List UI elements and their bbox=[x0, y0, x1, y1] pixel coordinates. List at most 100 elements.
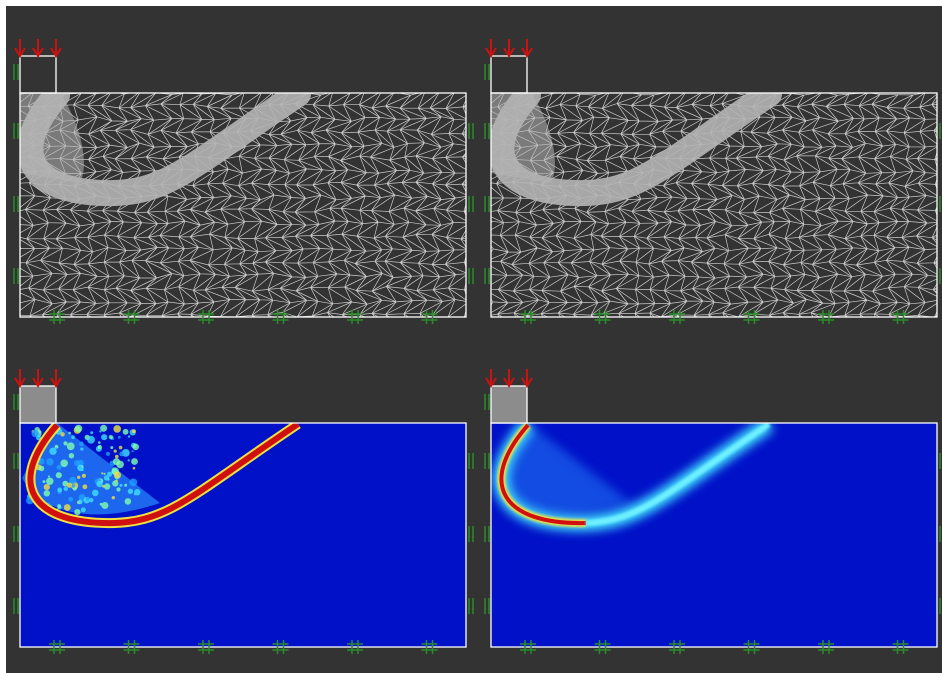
strain-speckle bbox=[68, 453, 75, 459]
strain-speckle bbox=[63, 504, 71, 511]
pin-support-icon bbox=[669, 310, 685, 324]
pin-support-icon bbox=[594, 310, 611, 324]
strain-speckle bbox=[56, 464, 62, 470]
strain-speckle bbox=[54, 444, 59, 449]
shear-band-core bbox=[27, 423, 300, 527]
pin-support-icon bbox=[421, 640, 438, 654]
strain-speckle bbox=[77, 499, 83, 505]
load-arrow-icon bbox=[32, 377, 44, 388]
strain-speckle bbox=[80, 507, 86, 513]
strain-speckle bbox=[106, 471, 113, 477]
strain-speckle bbox=[103, 483, 111, 490]
pin-support-icon bbox=[198, 640, 214, 654]
pin-support-icon bbox=[520, 640, 536, 654]
pin-support-icon bbox=[594, 640, 611, 654]
strain-speckle bbox=[38, 430, 42, 434]
strain-speckle bbox=[42, 480, 46, 484]
strain-speckle bbox=[119, 451, 125, 457]
pin-support-icon bbox=[743, 310, 760, 324]
strain-speckle bbox=[98, 441, 101, 444]
load-arrow-icon bbox=[14, 47, 26, 58]
pin-support-icon bbox=[272, 640, 289, 654]
strain-speckle bbox=[100, 424, 108, 432]
strain-speckle bbox=[71, 484, 76, 488]
pin-support-icon bbox=[892, 310, 909, 324]
strain-speckle bbox=[68, 431, 71, 435]
refined-mesh-zone bbox=[491, 93, 555, 183]
strain-speckle bbox=[57, 504, 61, 508]
strain-speckle bbox=[86, 496, 90, 501]
shear-band-tail bbox=[585, 423, 771, 526]
strain-speckle bbox=[102, 484, 105, 488]
strain-speckle bbox=[74, 424, 83, 433]
pin-support-icon bbox=[198, 310, 214, 324]
load-arrow-icon bbox=[32, 47, 44, 58]
soil-domain-outline bbox=[19, 422, 467, 648]
strain-speckle bbox=[115, 454, 119, 459]
strain-speckle bbox=[101, 472, 104, 475]
strain-speckle bbox=[129, 478, 138, 487]
pin-support-icon bbox=[818, 640, 834, 654]
strain-speckle bbox=[81, 465, 84, 468]
strain-speckle bbox=[38, 458, 45, 465]
strain-speckle bbox=[132, 466, 136, 470]
strain-speckle bbox=[99, 502, 103, 506]
strain-speckle bbox=[57, 487, 63, 493]
strain-speckle bbox=[82, 484, 88, 490]
strain-speckle bbox=[69, 476, 77, 485]
shear-band-core bbox=[499, 423, 587, 526]
strain-speckle bbox=[46, 477, 54, 485]
pin-support-icon bbox=[892, 640, 909, 654]
strain-speckle bbox=[132, 443, 139, 451]
load-arrow-icon bbox=[503, 377, 515, 388]
load-arrow-icon bbox=[503, 47, 515, 58]
strain-speckle bbox=[47, 475, 50, 478]
load-arrow-icon bbox=[521, 377, 533, 388]
strain-speckle bbox=[131, 458, 138, 465]
strain-speckle bbox=[96, 480, 103, 488]
strain-speckle bbox=[63, 441, 68, 446]
strain-speckle bbox=[55, 472, 62, 479]
field-panel-1 bbox=[13, 369, 474, 654]
load-arrow-icon bbox=[50, 377, 62, 388]
load-arrow-icon bbox=[521, 47, 533, 58]
strain-speckle bbox=[60, 459, 68, 468]
strain-speckle bbox=[113, 458, 120, 466]
strain-speckle bbox=[127, 435, 131, 438]
mesh-panel-1 bbox=[13, 39, 474, 324]
pin-support-icon bbox=[347, 640, 363, 654]
pin-support-icon bbox=[818, 310, 834, 324]
strain-speckle bbox=[106, 451, 110, 456]
strain-speckle bbox=[60, 432, 65, 437]
soil-domain-outline bbox=[490, 422, 938, 648]
pin-support-icon bbox=[49, 310, 65, 324]
strain-speckle bbox=[74, 508, 81, 516]
strain-speckle bbox=[111, 496, 116, 500]
strain-speckle bbox=[134, 489, 141, 496]
strain-speckle bbox=[110, 446, 114, 450]
strain-speckle bbox=[116, 487, 121, 492]
strain-speckle bbox=[71, 435, 75, 440]
pin-support-icon bbox=[123, 640, 140, 654]
strain-speckle bbox=[115, 479, 118, 482]
pin-support-icon bbox=[123, 310, 140, 324]
strain-speckle bbox=[80, 447, 84, 451]
strain-speckle bbox=[63, 486, 68, 491]
footing-block bbox=[490, 385, 528, 424]
strain-speckle bbox=[117, 435, 121, 439]
strain-speckle bbox=[99, 430, 102, 433]
strain-speckle bbox=[79, 441, 84, 447]
strain-speckle bbox=[131, 450, 134, 453]
strain-speckle bbox=[66, 442, 75, 451]
strain-speckle bbox=[101, 502, 109, 509]
soil-domain-outline bbox=[490, 92, 938, 318]
strain-speckle bbox=[127, 459, 130, 462]
pin-support-icon bbox=[272, 310, 289, 324]
load-arrow-icon bbox=[50, 47, 62, 58]
strain-speckle bbox=[118, 445, 123, 450]
strain-speckle bbox=[113, 449, 117, 453]
pin-support-icon bbox=[421, 310, 438, 324]
plastic-fan-zone bbox=[493, 423, 631, 515]
